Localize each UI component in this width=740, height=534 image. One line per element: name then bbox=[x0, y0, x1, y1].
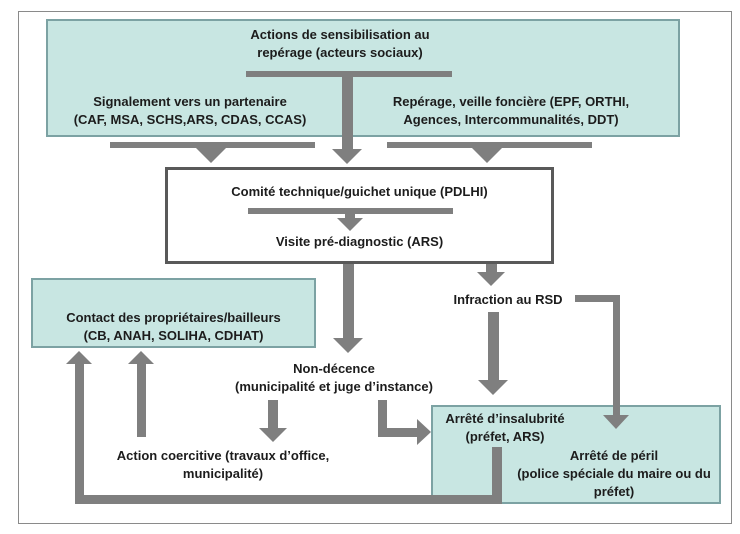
label-infraction-line1: Infraction au RSD bbox=[453, 292, 563, 307]
label-non-decence-line1: Non-décence bbox=[293, 361, 375, 376]
arrow-infraction-to-peril-head bbox=[603, 415, 629, 429]
arrow-sensibilisation-to-comite-head bbox=[332, 149, 362, 164]
label-actions-sensibilisation: Actions de sensibilisation au repérage (… bbox=[190, 26, 490, 62]
box-arretes bbox=[431, 405, 721, 504]
arrow-feedback-to-contact-head bbox=[66, 351, 92, 364]
box-actions-sensibilisation bbox=[46, 19, 680, 137]
label-actions-line2: repérage (acteurs sociaux) bbox=[257, 45, 423, 60]
arrow-sensibilisation-to-comite-shaft bbox=[342, 77, 353, 150]
label-contact: Contact des propriétaires/bailleurs (CB,… bbox=[31, 309, 316, 345]
arrow-nondecence-to-action-head bbox=[259, 428, 287, 442]
connector-comite-underline bbox=[248, 208, 453, 214]
connector-nondecence-to-insalubrite-vertical bbox=[378, 400, 387, 437]
label-visite-line1: Visite pré-diagnostic (ARS) bbox=[275, 234, 444, 249]
label-insalubrite-line1: Arrêté d’insalubrité bbox=[445, 411, 565, 426]
arrow-infraction-to-insalubrite-shaft bbox=[488, 312, 499, 380]
arrow-signalement-to-comite-head bbox=[196, 148, 226, 163]
connector-nondecence-to-insalubrite-horizontal bbox=[378, 428, 418, 437]
arrow-feedback-to-contact-shaft bbox=[75, 362, 84, 504]
connector-insalubrite-feedback-vertical bbox=[492, 447, 502, 504]
connector-feedback-bottom-bar bbox=[75, 495, 502, 504]
label-contact-line2: (CB, ANAH, SOLIHA, CDHAT) bbox=[83, 328, 264, 343]
label-insalubrite: Arrêté d’insalubrité (préfet, ARS) bbox=[439, 410, 571, 446]
label-non-decence-line2: (municipalité et juge d’instance) bbox=[235, 379, 433, 394]
arrow-infraction-to-insalubrite-head bbox=[478, 380, 508, 395]
arrow-comite-to-infraction-shaft bbox=[486, 264, 497, 273]
connector-title-underline bbox=[246, 71, 452, 77]
arrow-action-to-contact-head bbox=[128, 351, 154, 364]
arrow-reperage-to-comite-head bbox=[472, 148, 502, 163]
label-signalement-line1: Signalement vers un partenaire bbox=[93, 94, 287, 109]
label-peril-line3: préfet) bbox=[593, 484, 635, 499]
connector-signalement-bar bbox=[110, 142, 315, 148]
arrow-comite-to-nondecence-shaft bbox=[343, 264, 354, 338]
label-action-line2: municipalité) bbox=[182, 466, 264, 481]
label-contact-line1: Contact des propriétaires/bailleurs bbox=[66, 310, 281, 325]
arrow-nondecence-to-insalubrite-head bbox=[417, 419, 431, 445]
label-reperage-line2: Agences, Intercommunalités, DDT) bbox=[403, 112, 619, 127]
arrow-action-to-contact-shaft bbox=[137, 362, 146, 437]
label-comite-line1: Comité technique/guichet unique (PDLHI) bbox=[231, 184, 488, 199]
connector-infraction-to-peril-horizontal bbox=[575, 295, 620, 302]
connector-reperage-bar bbox=[387, 142, 592, 148]
label-action-line1: Action coercitive (travaux d’office, bbox=[116, 448, 330, 463]
box-contact-proprietaires bbox=[31, 278, 316, 348]
arrow-comite-to-visite-head bbox=[337, 218, 363, 231]
arrow-comite-to-visite-shaft bbox=[345, 213, 355, 219]
label-peril-line1: Arrêté de péril bbox=[569, 448, 659, 463]
arrow-comite-to-infraction-head bbox=[477, 272, 505, 286]
label-action-coercitive: Action coercitive (travaux d’office, mun… bbox=[93, 447, 353, 483]
label-insalubrite-line2: (préfet, ARS) bbox=[465, 429, 545, 444]
diagram-border bbox=[18, 11, 732, 524]
label-signalement: Signalement vers un partenaire (CAF, MSA… bbox=[55, 93, 325, 129]
arrow-nondecence-to-action-shaft bbox=[268, 400, 278, 428]
arrow-comite-to-nondecence-head bbox=[333, 338, 363, 353]
box-comite-technique bbox=[165, 167, 554, 264]
label-actions-line1: Actions de sensibilisation au bbox=[250, 27, 430, 42]
label-infraction-rsd: Infraction au RSD bbox=[428, 291, 588, 309]
label-signalement-line2: (CAF, MSA, SCHS,ARS, CDAS, CCAS) bbox=[73, 112, 307, 127]
label-peril-line2: (police spéciale du maire ou du bbox=[517, 466, 711, 481]
label-comite: Comité technique/guichet unique (PDLHI) bbox=[168, 183, 551, 201]
label-visite: Visite pré-diagnostic (ARS) bbox=[168, 233, 551, 251]
connector-infraction-to-peril-vertical bbox=[613, 295, 620, 415]
label-reperage: Repérage, veille foncière (EPF, ORTHI, A… bbox=[375, 93, 647, 129]
label-reperage-line1: Repérage, veille foncière (EPF, ORTHI, bbox=[392, 94, 630, 109]
label-peril: Arrêté de péril (police spéciale du mair… bbox=[508, 447, 720, 501]
label-non-decence: Non-décence (municipalité et juge d’inst… bbox=[214, 360, 454, 396]
